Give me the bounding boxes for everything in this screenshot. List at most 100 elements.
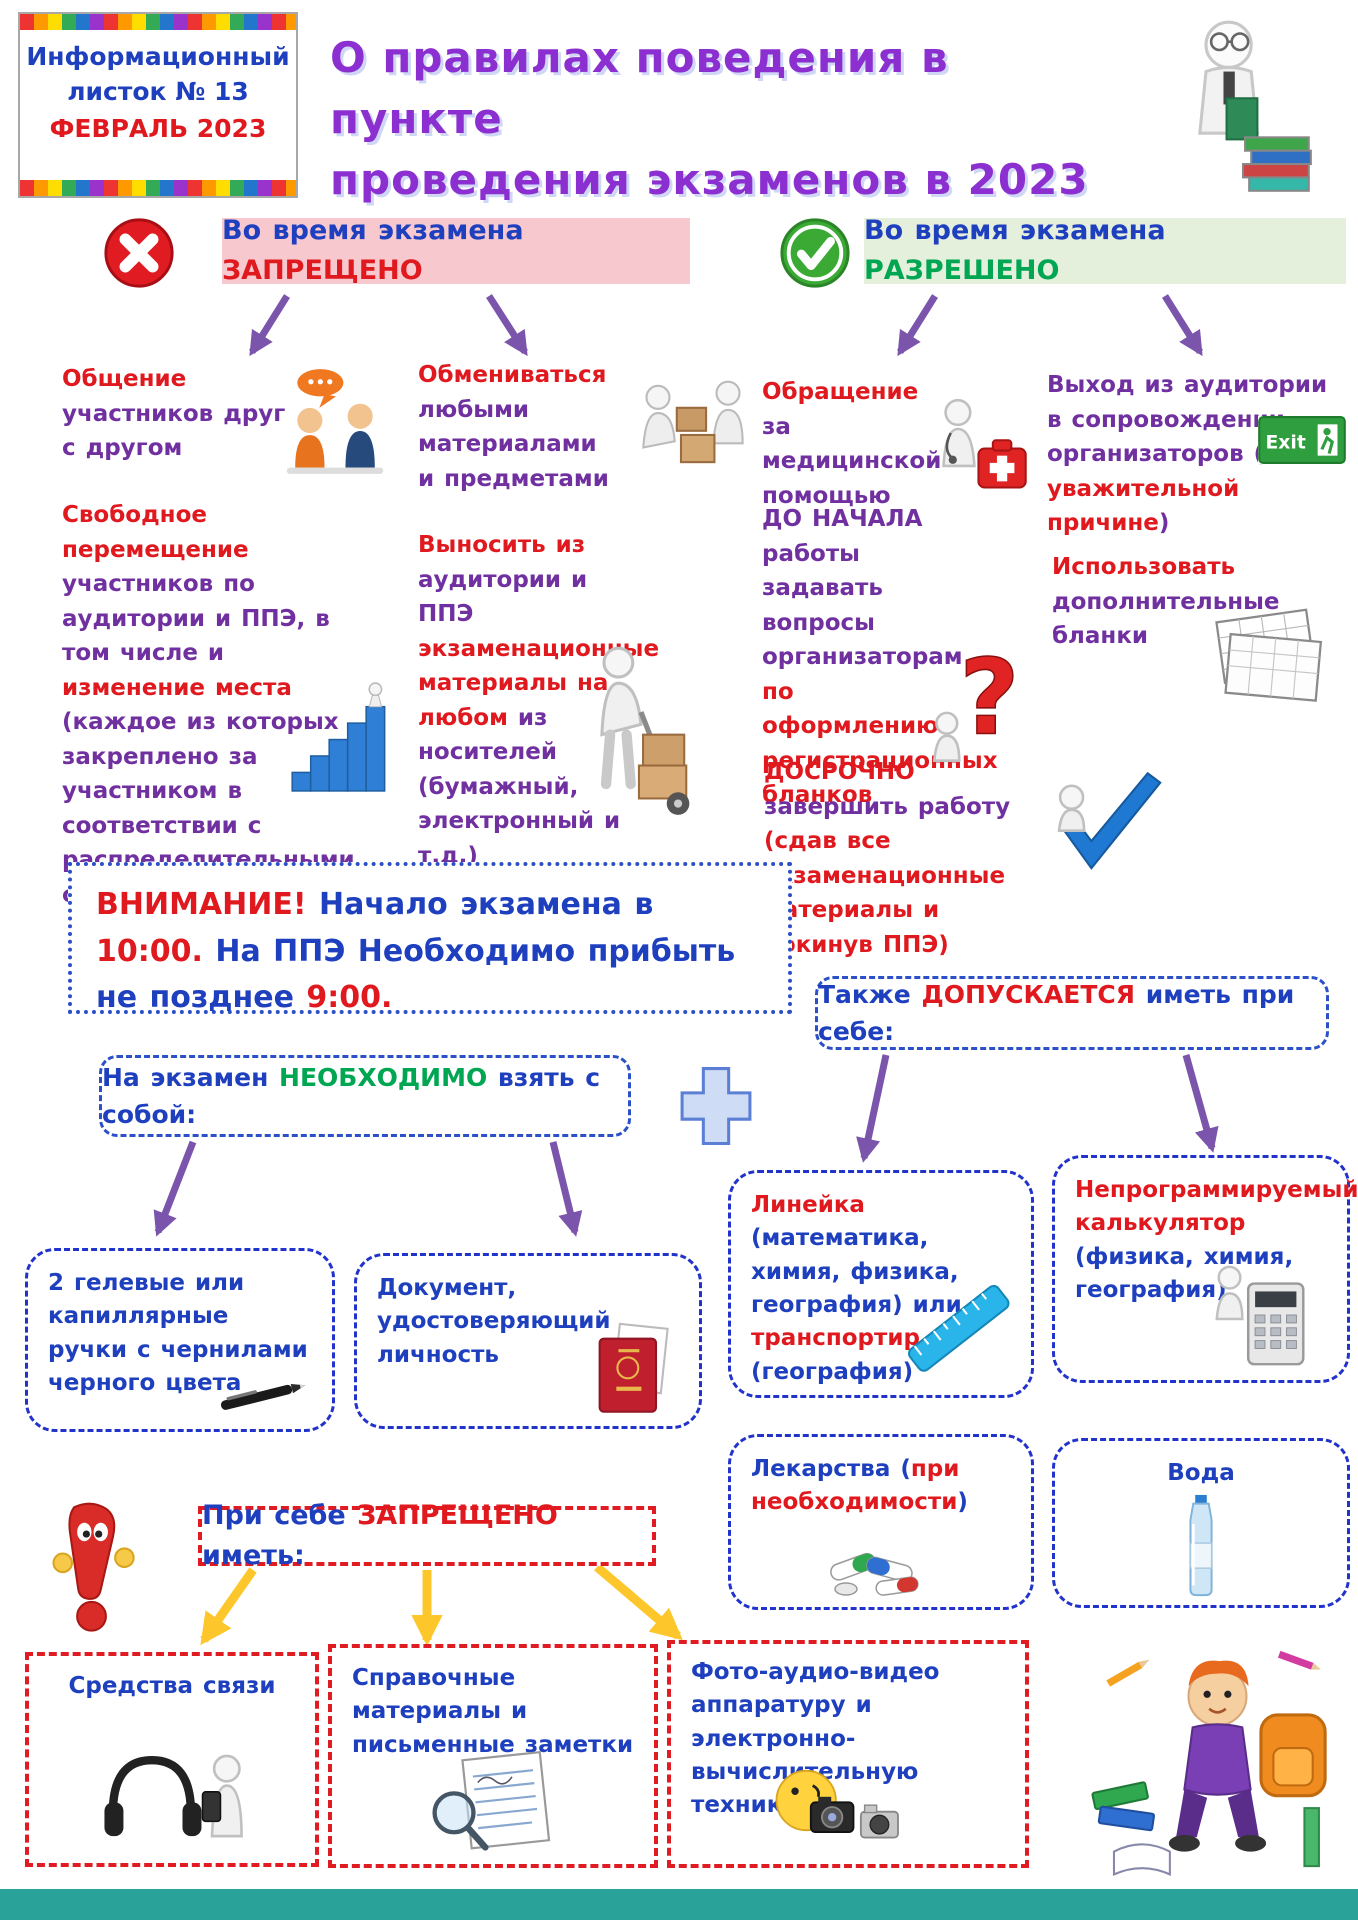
bring-item-document: Документ, удостоверяющий личность	[354, 1253, 702, 1429]
text-run: за медицинской помощью	[762, 413, 942, 509]
text-run: Непрограммируемый калькулятор	[1075, 1177, 1358, 1237]
also-allowed-text: Также ДОПУСКАЕТСЯ иметь при себе:	[818, 976, 1326, 1051]
exit-sign-label: Exit	[1265, 432, 1305, 453]
text-run: ЗАПРЕЩЕНО	[222, 255, 423, 286]
text-run: иметь при себе:	[818, 979, 1295, 1047]
bring-item-pens-text: 2 гелевые или капиллярные ручки с чернил…	[28, 1251, 332, 1400]
exchange-boxes-icon	[630, 366, 756, 482]
text-run: (физика, химия, география)	[1075, 1243, 1294, 1304]
text-run: транспортир	[751, 1325, 920, 1352]
text-run: взять с собой:	[102, 1062, 601, 1130]
text-run: участников по аудитории и ППЭ, в том чис…	[62, 571, 330, 666]
people-talking-icon	[280, 366, 390, 476]
page-title-line1: О правилах поведения в пункте	[330, 33, 949, 143]
text-run: РАЗРЕШЕНО	[864, 255, 1060, 286]
water-bottle-icon	[1177, 1493, 1225, 1599]
hand-truck-icon	[578, 640, 704, 818]
prohibited-item-communication: Общение участников друг с другом	[62, 362, 287, 466]
pencil-strip-decoration-icon	[20, 14, 296, 30]
forbidden-item-communication-devices-text: Средства связи	[29, 1656, 315, 1703]
pen-icon	[200, 1371, 320, 1423]
text-run: при необходимости	[751, 1456, 960, 1516]
text-run: Линейка	[751, 1192, 865, 1218]
info-leaflet-box: Информационный листок № 13 ФЕВРАЛЬ 2023	[18, 12, 298, 198]
bring-item-calculator-text: Непрограммируемый калькулятор (физика, х…	[1055, 1158, 1358, 1307]
text-run: участников друг с другом	[62, 400, 286, 462]
text-run: Во время экзамена	[864, 214, 1166, 246]
attention-text: ВНИМАНИЕ! Начало экзамена в 10:00. На ПП…	[96, 887, 735, 1015]
text-run: (математика, химия, физика, география) и…	[751, 1225, 962, 1319]
bring-item-water-text: Вода	[1055, 1441, 1347, 1490]
text-run: Выход из аудитории в сопровождении орган…	[1047, 372, 1328, 467]
plus-icon	[676, 1062, 756, 1148]
text-run: Начало экзамена в	[319, 887, 654, 922]
text-run: завершить работу	[764, 793, 1011, 820]
forbidden-item-communication-devices: Средства связи	[25, 1652, 319, 1867]
forbidden-item-reference-materials: Справочные материалы и письменные заметк…	[328, 1644, 658, 1868]
text-run: )	[1158, 510, 1170, 536]
text-run: изменение места	[62, 674, 292, 701]
pills-icon	[811, 1531, 945, 1601]
bring-item-water: Вода	[1052, 1438, 1350, 1608]
banner-allowed-text: Во время экзамена РАЗРЕШЕНО	[864, 211, 1346, 292]
text-run: ДОПУСКАЕТСЯ	[921, 979, 1136, 1009]
text-run: аудитории и ППЭ	[418, 566, 588, 628]
banner-prohibited-text: Во время экзамена ЗАПРЕЩЕНО	[222, 211, 690, 292]
medical-aid-icon	[926, 392, 1034, 506]
red-x-icon	[102, 216, 176, 290]
forbidden-item-photo-video: Фото-аудио-видео аппаратуру и электронно…	[667, 1640, 1029, 1868]
banner-prohibited: Во время экзамена ЗАПРЕЩЕНО	[222, 215, 690, 286]
text-run: На экзамен	[102, 1062, 280, 1092]
text-run: 9:00.	[306, 980, 393, 1015]
text-run: ДОСРОЧНО	[764, 759, 915, 785]
text-run: (география)	[751, 1358, 914, 1385]
headphones-phone-icon	[91, 1737, 255, 1853]
passport-icon	[591, 1322, 673, 1418]
allowed-item-medical: Обращение за медицинской помощью	[762, 375, 941, 513]
forbidden-header-text: При себе ЗАПРЕЩЕНО иметь:	[202, 1496, 652, 1577]
text-run: Документ, удостоверяющий личность	[377, 1275, 611, 1368]
text-run: дополнительные бланки	[1052, 588, 1280, 650]
footer-bar	[0, 1889, 1358, 1920]
text-run: из носителей (бумажный, электронный и т.…	[418, 704, 621, 869]
forbidden-item-reference-materials-text: Справочные материалы и письменные заметк…	[332, 1648, 654, 1762]
yellow-arrow-icon	[200, 1563, 683, 1647]
text-run: иметь:	[202, 1540, 305, 1571]
calculator-icon	[1205, 1258, 1317, 1376]
info-leaflet-line2: листок № 13	[67, 77, 249, 106]
text-run: Вода	[1167, 1460, 1235, 1486]
prohibited-item-exchange: Обмениваться любыми материалами и предме…	[418, 358, 614, 496]
text-run: Справочные материалы и письменные заметк…	[352, 1665, 634, 1758]
green-check-icon	[778, 216, 852, 290]
bring-item-document-text: Документ, удостоверяющий личность	[357, 1256, 699, 1372]
allowed-item-exit: Выход из аудитории в сопровождении орган…	[1047, 368, 1345, 541]
question-mark-icon: ?	[926, 637, 1032, 764]
text-run: НЕОБХОДИМО	[279, 1062, 488, 1092]
ruler-icon	[895, 1269, 1025, 1391]
bring-item-ruler: Линейка (математика, химия, физика, геог…	[728, 1170, 1034, 1398]
person-with-books-icon	[1158, 14, 1328, 199]
text-run: 10:00.	[96, 933, 203, 969]
exit-sign-icon: Exit	[1258, 416, 1346, 464]
text-run: любыми материалами и предметами	[418, 396, 609, 492]
also-allowed-box: Также ДОПУСКАЕТСЯ иметь при себе:	[815, 976, 1329, 1050]
necessary-text: На экзамен НЕОБХОДИМО взять с собой:	[102, 1059, 628, 1134]
bring-item-medicine: Лекарства (при необходимости)	[728, 1434, 1034, 1610]
text-run: )	[957, 1489, 968, 1516]
bring-item-pens: 2 гелевые или капиллярные ручки с чернил…	[25, 1248, 335, 1432]
forbidden-header-box: При себе ЗАПРЕЩЕНО иметь:	[198, 1500, 656, 1571]
schoolkid-icon	[1085, 1632, 1351, 1888]
text-run: На ППЭ Необходимо прибыть не позднее	[96, 933, 736, 1016]
text-run: ВНИМАНИЕ!	[96, 887, 319, 922]
check-mark-icon	[1042, 766, 1170, 888]
text-run: Во время экзамена	[222, 214, 524, 246]
info-leaflet-line3: ФЕВРАЛЬ 2023	[49, 114, 267, 143]
text-run: ДО НАЧАЛА работы задавать вопросы органи…	[762, 506, 963, 670]
allowed-item-extra-blanks: Использовать дополнительные бланки	[1052, 550, 1300, 654]
text-run: 2 гелевые или капиллярные ручки с чернил…	[48, 1270, 308, 1397]
exclamation-mark-icon	[35, 1498, 147, 1640]
camera-icon	[751, 1756, 917, 1858]
text-run: Средства связи	[68, 1673, 276, 1699]
blank-forms-icon	[1212, 606, 1324, 704]
